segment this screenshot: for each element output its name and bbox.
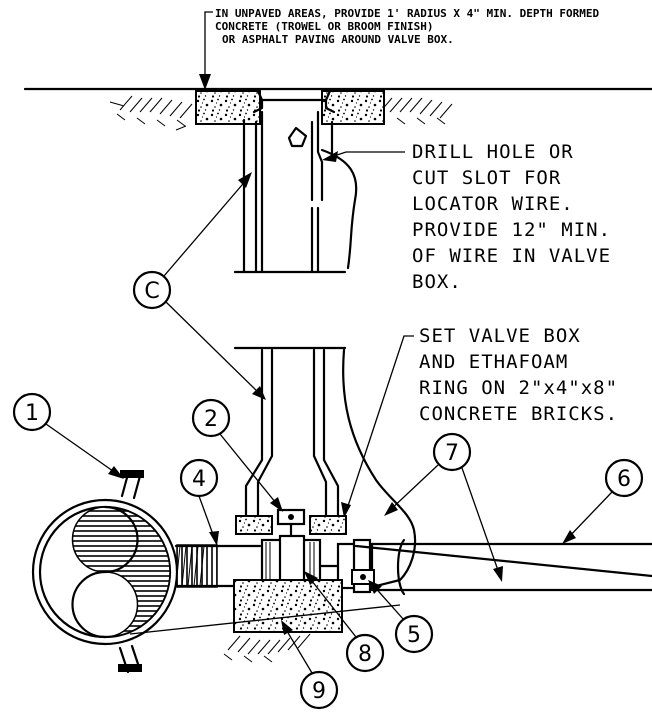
saddle-straps (118, 472, 142, 674)
callout-7-arrow-2 (493, 566, 503, 582)
wire-leader-low (129, 604, 401, 635)
callout-7-label: 7 (445, 441, 459, 466)
callout-6-label: 6 (617, 467, 631, 492)
callout-1-leader (45, 423, 121, 477)
locator-note-line-3: LOCATOR WIRE. (412, 193, 574, 215)
callout-8-leader (307, 575, 357, 638)
bricks-arrowhead (341, 502, 351, 518)
locator-wire-lower (342, 348, 417, 592)
pipe-joint (396, 538, 406, 596)
callout-9-circle (299, 670, 339, 710)
nipple-threads (175, 545, 205, 587)
paving-leader (204, 11, 213, 86)
callout-4-label: 4 (192, 467, 206, 492)
callout-9-leader (283, 625, 313, 674)
callout-4-arrow (209, 531, 219, 546)
lid-flange (252, 98, 336, 114)
ethafoam-ring-left (235, 515, 273, 535)
callout-2-leader (219, 433, 281, 509)
callout-1-arrow (108, 466, 124, 479)
bricks-note-line-3: RING ON 2"x4"x8" (419, 377, 618, 399)
callout-5-arrow (368, 580, 382, 594)
locator-wire-along-pipe (354, 544, 652, 578)
callout-7-leader-2 (461, 467, 501, 577)
locator-note: DRILL HOLE OR CUT SLOT FOR LOCATOR WIRE.… (412, 141, 611, 293)
ethafoam-ring-right (309, 515, 347, 535)
paving-note: IN UNPAVED AREAS, PROVIDE 1' RADIUS X 4"… (215, 7, 599, 46)
main-pipe-hatch (71, 506, 171, 638)
paving-note-line-2: CONCRETE (TROWEL OR BROOM FINISH) (215, 20, 434, 33)
locator-arrowhead (322, 151, 338, 162)
callout-5-label: 5 (407, 623, 421, 648)
concrete-collar-right (321, 90, 385, 125)
callout-6-circle (604, 458, 644, 498)
callout-2-circle (191, 398, 231, 438)
concrete-brick-support (233, 579, 343, 633)
paving-note-line-1: IN UNPAVED AREAS, PROVIDE 1' RADIUS X 4"… (215, 7, 599, 20)
callout-7-arrow-1 (384, 502, 398, 516)
callout-c-arrow-1 (238, 172, 252, 188)
callout-5-circle (394, 614, 434, 654)
locator-note-line-6: BOX. (412, 271, 462, 293)
callout-1-label: 1 (25, 401, 39, 426)
callout-7-leader-1 (387, 464, 439, 513)
bricks-note-line-1: SET VALVE BOX (419, 325, 581, 347)
valve-threads (265, 542, 315, 590)
locator-leader (327, 151, 405, 159)
concrete-collar-left (195, 90, 261, 125)
saddle-bolt-top (120, 470, 144, 478)
callout-c-leader-1 (163, 177, 249, 277)
service-pipe (370, 542, 652, 592)
callout-9-arrow (281, 620, 293, 635)
callout-2-arrow (270, 497, 283, 512)
callout-8-circle (345, 633, 385, 673)
locator-note-line-4: PROVIDE 12" MIN. (412, 219, 611, 241)
callout-8-label: 8 (358, 642, 372, 667)
callout-6-arrow (562, 530, 576, 544)
locator-note-line-5: OF WIRE IN VALVE (412, 245, 611, 267)
locator-note-line-1: DRILL HOLE OR (412, 141, 574, 163)
valve-box-lid (256, 89, 332, 102)
locator-slot (287, 126, 308, 148)
callout-6-leader (565, 491, 613, 541)
valve-box-lower (244, 348, 340, 522)
bricks-leader (345, 335, 414, 513)
callout-8-arrow (304, 571, 318, 585)
callout-9-label: 9 (312, 679, 326, 704)
main-pipe-s-curve (71, 505, 139, 639)
callout-c-label: C (144, 279, 159, 304)
bricks-note: SET VALVE BOX AND ETHAFOAM RING ON 2"x4"… (419, 325, 618, 425)
paving-arrowhead (199, 74, 211, 90)
valve-box-upper (242, 110, 334, 274)
callout-1-circle (12, 392, 52, 432)
locator-wire-upper (320, 148, 358, 270)
saddle-bolt-bottom (118, 664, 142, 672)
paving-note-line-3: OR ASPHALT PAVING AROUND VALVE BOX. (222, 33, 454, 46)
valve-nut-dot (288, 514, 294, 520)
callout-2-label: 2 (204, 407, 218, 432)
bricks-note-line-4: CONCRETE BRICKS. (419, 403, 618, 425)
callout-7-circle (432, 432, 472, 472)
callout-c-leader-2 (165, 301, 263, 397)
callout-c-circle (132, 270, 172, 310)
wire-clamp-screw (360, 574, 366, 580)
locator-note-line-2: CUT SLOT FOR (412, 167, 561, 189)
bricks-note-line-2: AND ETHAFOAM (419, 351, 568, 373)
